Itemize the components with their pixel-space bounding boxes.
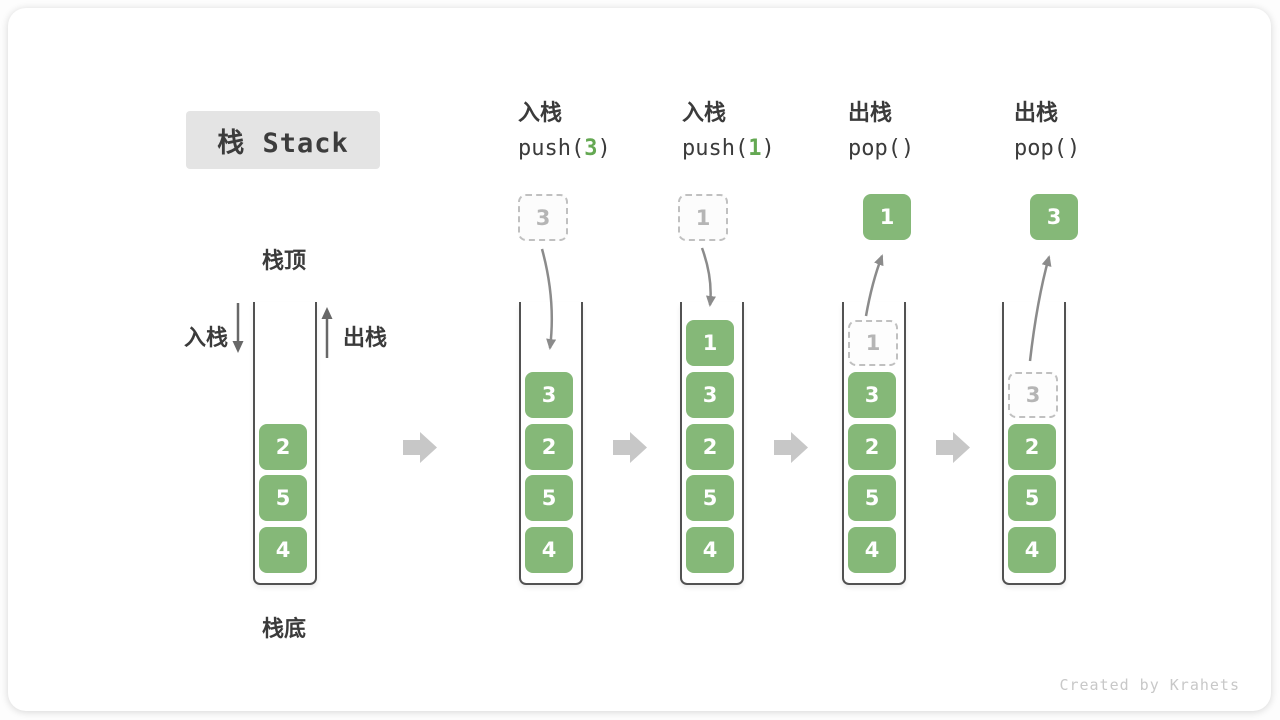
- stack-container-push-3: [519, 302, 583, 585]
- code-text: push(: [518, 136, 585, 161]
- code-argument: 1: [748, 136, 762, 161]
- floating-value-box-push-3: 3: [518, 194, 568, 241]
- stack-cell: 4: [848, 527, 896, 573]
- stack-cell: 5: [848, 475, 896, 521]
- page-title: 栈 Stack: [217, 127, 349, 159]
- stack-cell: 5: [525, 475, 573, 521]
- step-operation-label: 入栈: [682, 101, 727, 126]
- step-operation-code: push(1): [682, 136, 775, 162]
- code-text: ): [597, 136, 611, 161]
- step-operation-header: 出栈 pop(): [1014, 101, 1080, 162]
- stack-container-push-1: [680, 302, 744, 585]
- stack-cell: 4: [259, 527, 307, 573]
- stack-cell-dashed: 3: [1008, 372, 1058, 418]
- stack-cell: 3: [525, 372, 573, 418]
- stack-cell: 2: [525, 424, 573, 470]
- step-operation-code: pop(): [1014, 136, 1080, 162]
- stack-container-initial: [253, 302, 317, 585]
- stack-cell-dashed: 1: [848, 320, 898, 366]
- stack-cell: 4: [525, 527, 573, 573]
- code-argument: 3: [584, 136, 598, 161]
- stack-container-pop-1: [842, 302, 906, 585]
- step-operation-label: 入栈: [518, 101, 563, 126]
- title-box: 栈 Stack: [186, 111, 380, 169]
- stack-cell: 5: [686, 475, 734, 521]
- step-operation-code: pop(): [848, 136, 914, 162]
- code-text: pop(: [1014, 136, 1067, 161]
- stack-top-label: 栈顶: [261, 249, 306, 274]
- code-text: ): [761, 136, 775, 161]
- code-text: push(: [682, 136, 749, 161]
- step-operation-label: 出栈: [1014, 101, 1059, 126]
- stack-cell: 5: [1008, 475, 1056, 521]
- stack-cell: 4: [1008, 527, 1056, 573]
- watermark: Created by Krahets: [1059, 676, 1240, 694]
- code-text: ): [900, 136, 915, 161]
- stack-cell: 3: [686, 372, 734, 418]
- stack-cell: 2: [1008, 424, 1056, 470]
- stack-bottom-label: 栈底: [261, 617, 306, 642]
- code-text: pop(: [848, 136, 901, 161]
- step-operation-header: 入栈 push(3): [518, 101, 611, 162]
- stack-container-pop-3: [1002, 302, 1066, 585]
- floating-value-box-pop-1: 1: [863, 194, 911, 240]
- floating-value-box-pop-3: 3: [1030, 194, 1078, 240]
- step-operation-label: 出栈: [848, 101, 893, 126]
- stack-cell: 2: [686, 424, 734, 470]
- push-side-label: 入栈: [183, 326, 228, 351]
- stack-cell: 2: [259, 424, 307, 470]
- step-operation-code: push(3): [518, 136, 611, 162]
- pop-side-label: 出栈: [343, 326, 388, 351]
- step-operation-header: 入栈 push(1): [682, 101, 775, 162]
- stack-cell: 1: [686, 320, 734, 366]
- code-text: ): [1066, 136, 1081, 161]
- floating-value-box-push-1: 1: [678, 194, 728, 241]
- stack-cell: 4: [686, 527, 734, 573]
- stack-cell: 2: [848, 424, 896, 470]
- stack-cell: 5: [259, 475, 307, 521]
- step-operation-header: 出栈 pop(): [848, 101, 914, 162]
- stack-cell: 3: [848, 372, 896, 418]
